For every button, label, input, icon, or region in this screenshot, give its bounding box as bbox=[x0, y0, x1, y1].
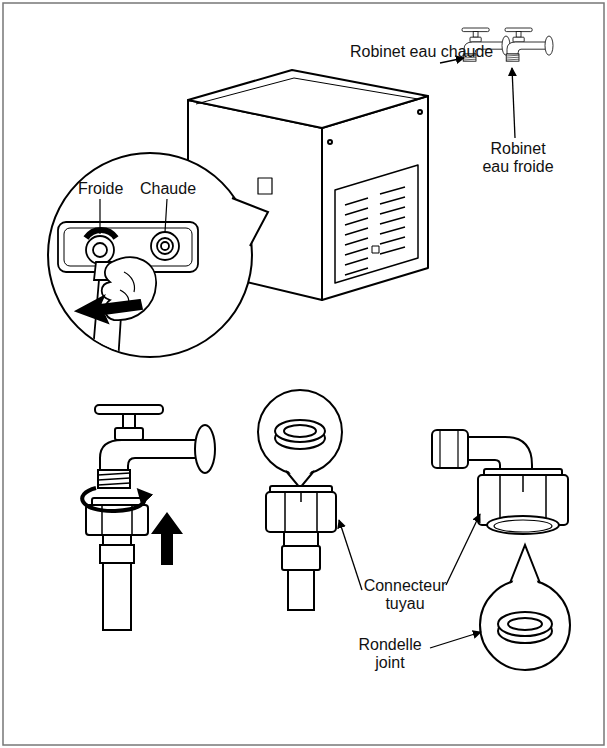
inlet-detail-inset-part-part bbox=[76, 296, 142, 323]
leader-lines-part bbox=[430, 632, 481, 648]
washing-machine-part bbox=[328, 140, 332, 144]
part-label: Robinet eau chaude bbox=[350, 43, 500, 61]
straight-hose-connector-part bbox=[275, 420, 325, 442]
part-label: Rondelle joint bbox=[345, 636, 435, 673]
inlet-detail-inset-part bbox=[100, 199, 167, 234]
inlet-detail-inset bbox=[48, 153, 268, 362]
leader-lines-part bbox=[339, 520, 362, 590]
elbow-hose-connector-part bbox=[494, 520, 552, 532]
washing-machine-part bbox=[322, 96, 428, 300]
inlet-detail-inset-part bbox=[58, 222, 198, 362]
part-label: Froide bbox=[78, 180, 128, 198]
washing-machine-part bbox=[418, 110, 422, 114]
leader-lines-part bbox=[446, 514, 480, 585]
straight-hose-connector-part bbox=[284, 425, 316, 437]
inlet-detail-inset-part-part bbox=[151, 232, 179, 260]
straight-hose-connector-part bbox=[258, 390, 342, 474]
faucet-connection-part bbox=[86, 498, 148, 630]
inlet-detail-inset-part-part bbox=[157, 238, 173, 254]
straight-hose-connector-part bbox=[284, 532, 318, 546]
inlet-detail-inset-part-part bbox=[161, 242, 169, 250]
elbow-hose-connector-part bbox=[432, 430, 468, 468]
elbow-hose-connector-part bbox=[440, 430, 458, 468]
part-label: Chaude bbox=[140, 180, 202, 198]
frame-border bbox=[3, 3, 604, 745]
washing-machine-part bbox=[345, 187, 405, 275]
elbow-hose-connector bbox=[432, 430, 570, 670]
straight-hose-connector-part bbox=[266, 492, 336, 532]
elbow-hose-connector-part bbox=[480, 580, 570, 670]
elbow-hose-connector-part bbox=[510, 545, 540, 583]
inlet-detail-inset-part-part bbox=[86, 236, 114, 264]
elbow-hose-connector-part bbox=[498, 612, 552, 636]
faucet-connection-part-part bbox=[100, 545, 134, 563]
faucet-connection-part bbox=[151, 512, 183, 565]
faucet-connection-part bbox=[82, 488, 144, 511]
elbow-hose-connector-part bbox=[508, 618, 542, 630]
inlet-detail-inset-part bbox=[232, 198, 268, 246]
washing-machine-part bbox=[335, 165, 418, 283]
leader-lines bbox=[440, 58, 515, 138]
straight-hose-connector-part bbox=[285, 492, 317, 532]
inlet-detail-inset-part bbox=[48, 153, 252, 357]
inlet-detail-inset-part bbox=[232, 198, 268, 246]
straight-hose-connector-part bbox=[282, 546, 320, 570]
elbow-hose-connector-part bbox=[512, 545, 538, 584]
straight-hose-connector-part bbox=[288, 570, 314, 610]
inlet-detail-inset-part-part bbox=[93, 243, 107, 257]
faucet-connection bbox=[82, 405, 215, 630]
elbow-hose-connector-part bbox=[487, 516, 559, 534]
inlet-detail-inset-part-part bbox=[86, 230, 116, 238]
faucet-connection-part bbox=[95, 405, 215, 488]
washing-machine-part bbox=[188, 70, 428, 128]
part-label: Robinet eau froide bbox=[478, 140, 558, 177]
part-label: Connecteur tuyau bbox=[355, 577, 455, 614]
straight-hose-connector bbox=[258, 390, 342, 610]
washing-machine-part bbox=[258, 178, 272, 194]
wall-faucets-part bbox=[505, 28, 553, 61]
washing-machine-part bbox=[196, 78, 418, 104]
washing-machine-part bbox=[372, 246, 379, 253]
leader-lines-part bbox=[512, 68, 515, 138]
leader-lines bbox=[339, 514, 481, 648]
